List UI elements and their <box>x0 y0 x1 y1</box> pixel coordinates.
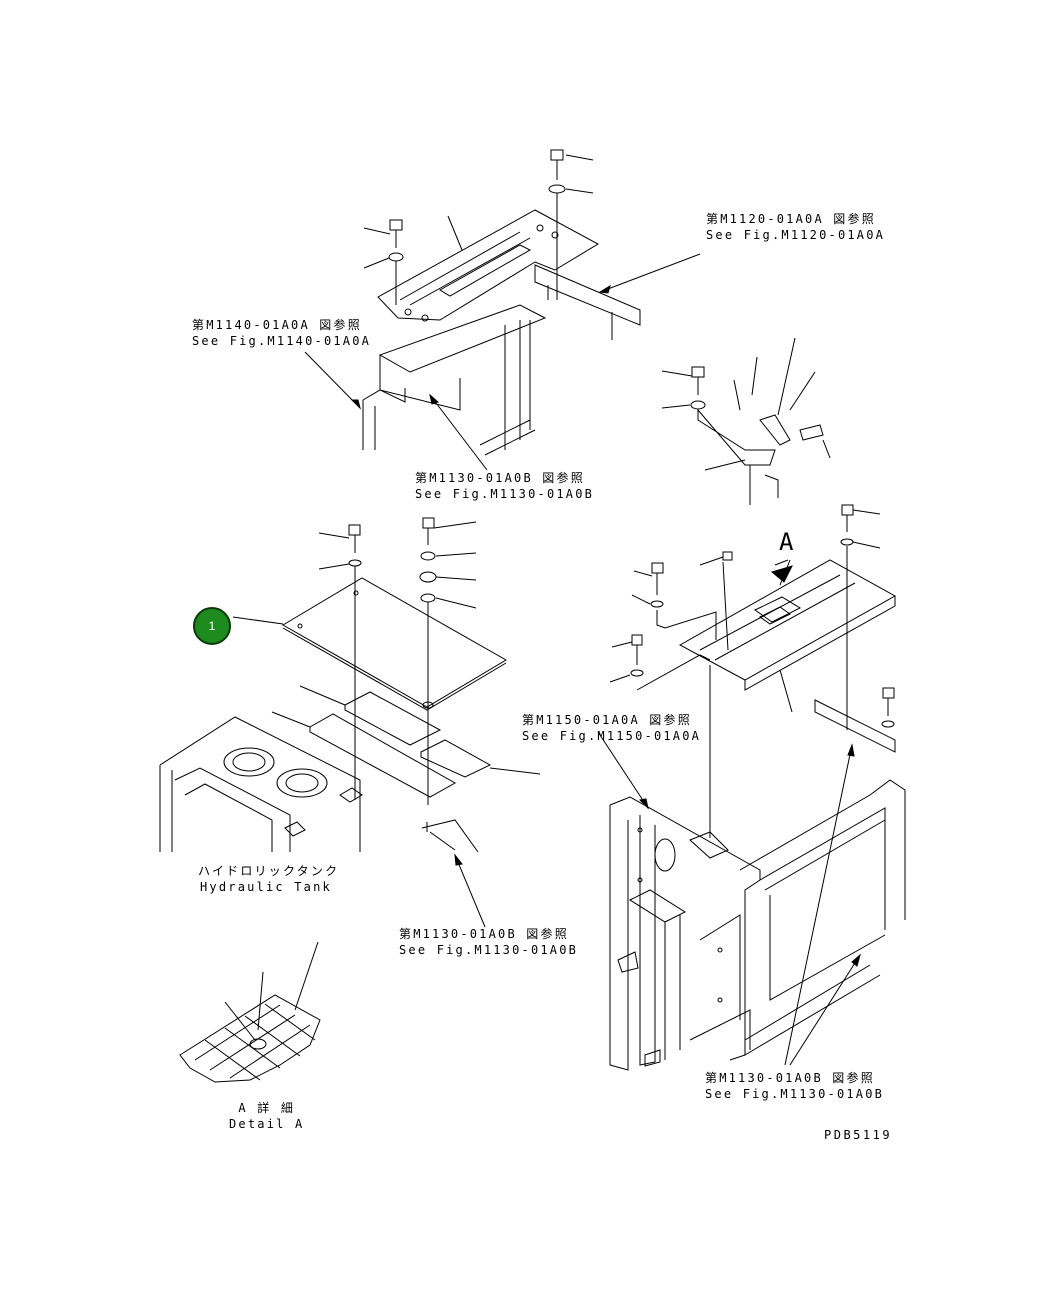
reference-m1130-top-ja: 第M1130-01A0B 図参照 <box>415 471 585 485</box>
reference-m1150: 第M1150-01A0A 図参照 See Fig.M1150-01A0A <box>522 712 701 744</box>
reference-m1150-ja: 第M1150-01A0A 図参照 <box>522 713 692 727</box>
rubber-pads <box>271 685 541 798</box>
reference-m1130-bottom-en: See Fig.M1130-01A0B <box>705 1087 885 1101</box>
upper-frame <box>362 264 641 456</box>
reference-m1130-top-en: See Fig.M1130-01A0B <box>415 487 595 501</box>
main-frame <box>609 779 906 1071</box>
callout-1[interactable]: 1 <box>193 607 231 645</box>
detail-a-indicator: A <box>779 528 794 556</box>
reference-m1130-bottom: 第M1130-01A0B 図参照 See Fig.M1130-01A0B <box>705 1070 884 1102</box>
reference-leaders-bottom <box>597 731 861 1066</box>
hydraulic-tank-en: Hydraulic Tank <box>200 880 332 894</box>
upper-bolts <box>363 149 594 305</box>
reference-m1130-mid: 第M1130-01A0B 図参照 See Fig.M1130-01A0B <box>399 926 578 958</box>
hydraulic-tank-label: ハイドロリックタンク Hydraulic Tank <box>198 863 339 895</box>
reference-m1120-ja: 第M1120-01A0A 図参照 <box>706 212 876 226</box>
bracket-assembly <box>661 337 831 505</box>
detail-a-label: A 詳 細 Detail A <box>229 1100 304 1132</box>
reference-m1140-en: See Fig.M1140-01A0A <box>192 334 372 348</box>
hydraulic-tank-drawing <box>159 716 363 852</box>
reference-m1150-en: See Fig.M1150-01A0A <box>522 729 702 743</box>
reference-m1140: 第M1140-01A0A 図参照 See Fig.M1140-01A0A <box>192 317 371 349</box>
upper-cover-plate <box>377 209 600 322</box>
plate-bolts <box>318 517 477 805</box>
reference-m1130-mid-en: See Fig.M1130-01A0B <box>399 943 579 957</box>
reference-m1130-mid-ja: 第M1130-01A0B 図参照 <box>399 927 569 941</box>
detail-a-ja: A 詳 細 <box>238 1101 296 1115</box>
drawing-code: PDB5119 <box>824 1128 893 1142</box>
reference-leaders-top <box>304 253 701 471</box>
detail-a-drawing <box>179 941 321 1083</box>
reference-m1130-top: 第M1130-01A0B 図参照 See Fig.M1130-01A0B <box>415 470 594 502</box>
lower-bracket <box>421 819 486 928</box>
hydraulic-tank-ja: ハイドロリックタンク <box>198 864 340 878</box>
detail-a-en: Detail A <box>229 1117 305 1131</box>
reference-m1120: 第M1120-01A0A 図参照 See Fig.M1120-01A0A <box>706 211 885 243</box>
floor-plate-assembly <box>609 504 897 838</box>
reference-m1130-bottom-ja: 第M1130-01A0B 図参照 <box>705 1071 875 1085</box>
reference-m1120-en: See Fig.M1120-01A0A <box>706 228 886 242</box>
cover-plate-1 <box>232 577 507 711</box>
reference-m1140-ja: 第M1140-01A0A 図参照 <box>192 318 362 332</box>
